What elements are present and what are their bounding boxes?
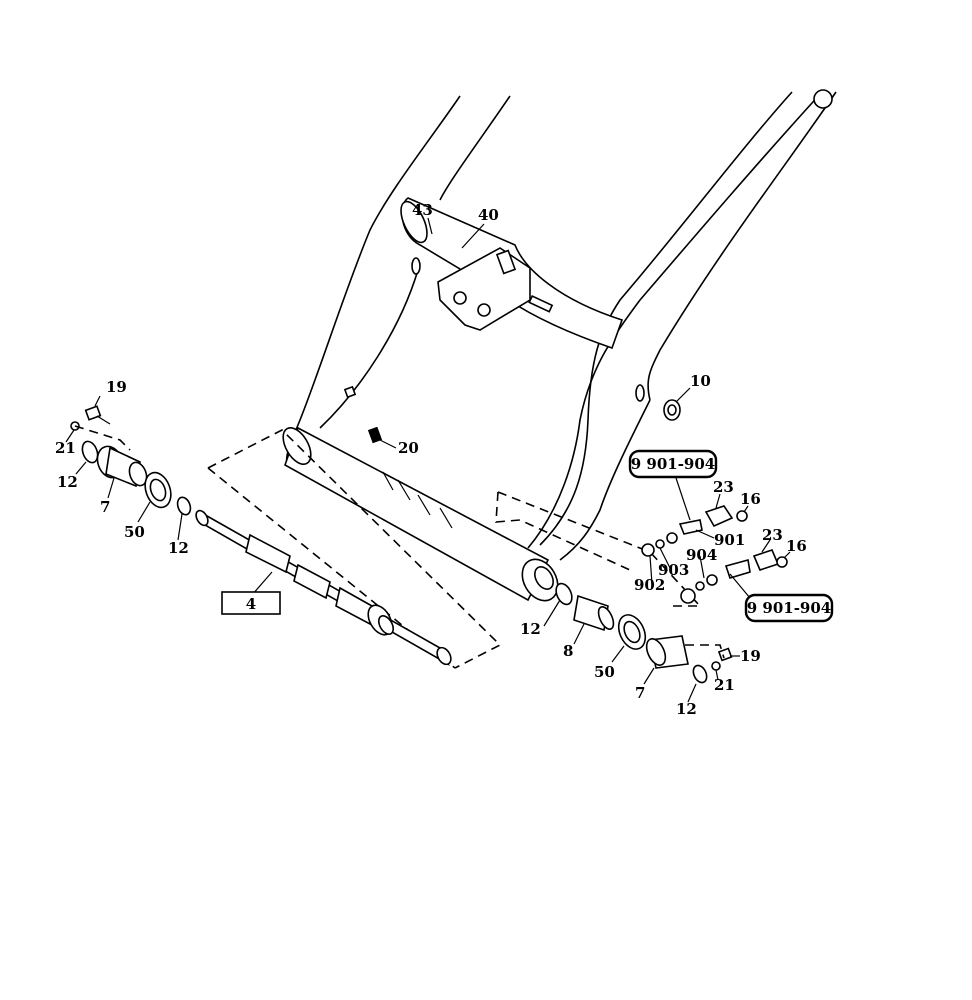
callout-10: 10 — [690, 372, 711, 390]
kit-callout-top: 9 901-904 — [628, 449, 718, 479]
callout-12-left-b: 12 — [168, 539, 189, 557]
callout-12-right-b: 12 — [676, 700, 697, 718]
callout-19-left: 19 — [106, 378, 127, 396]
callout-4: 4 — [246, 595, 256, 613]
callout-902: 902 — [634, 576, 665, 594]
callout-903: 903 — [658, 561, 689, 579]
right-pin-parts — [555, 582, 733, 684]
loader-arm-frame — [282, 89, 837, 602]
callout-12-left-a: 12 — [57, 473, 78, 491]
callout-901: 901 — [714, 531, 745, 549]
callout-8: 8 — [563, 642, 573, 660]
callout-19-right: 19 — [740, 647, 761, 665]
fittings-outline — [495, 491, 702, 607]
callout-labels: 43 40 10 20 19 21 12 7 50 12 23 16 901 2… — [55, 201, 807, 718]
callout-43: 43 — [412, 201, 433, 219]
left-pin-parts — [70, 405, 192, 516]
callout-16-bottom: 16 — [786, 537, 807, 555]
callout-21-right: 21 — [714, 676, 735, 694]
callout-50-right: 50 — [594, 663, 615, 681]
callout-12-right-a: 12 — [520, 620, 541, 638]
fittings — [367, 399, 788, 604]
callout-23-top: 23 — [713, 478, 734, 496]
callout-4-box: 4 — [221, 591, 281, 615]
leader-lines — [65, 217, 791, 703]
callout-7-left: 7 — [100, 498, 110, 516]
callout-20: 20 — [398, 439, 419, 457]
callout-7-right: 7 — [635, 684, 645, 702]
callout-16-top: 16 — [740, 490, 761, 508]
shaft-assembly — [195, 429, 502, 669]
kit-label-top: 9 901-904 — [631, 455, 716, 473]
callout-50-left: 50 — [124, 523, 145, 541]
callout-23-bottom: 23 — [762, 526, 783, 544]
callout-904: 904 — [686, 546, 717, 564]
kit-label-bottom: 9 901-904 — [747, 599, 832, 617]
callout-21-left: 21 — [55, 439, 76, 457]
kit-callout-bottom: 9 901-904 — [744, 593, 834, 623]
callout-40: 40 — [478, 206, 499, 224]
